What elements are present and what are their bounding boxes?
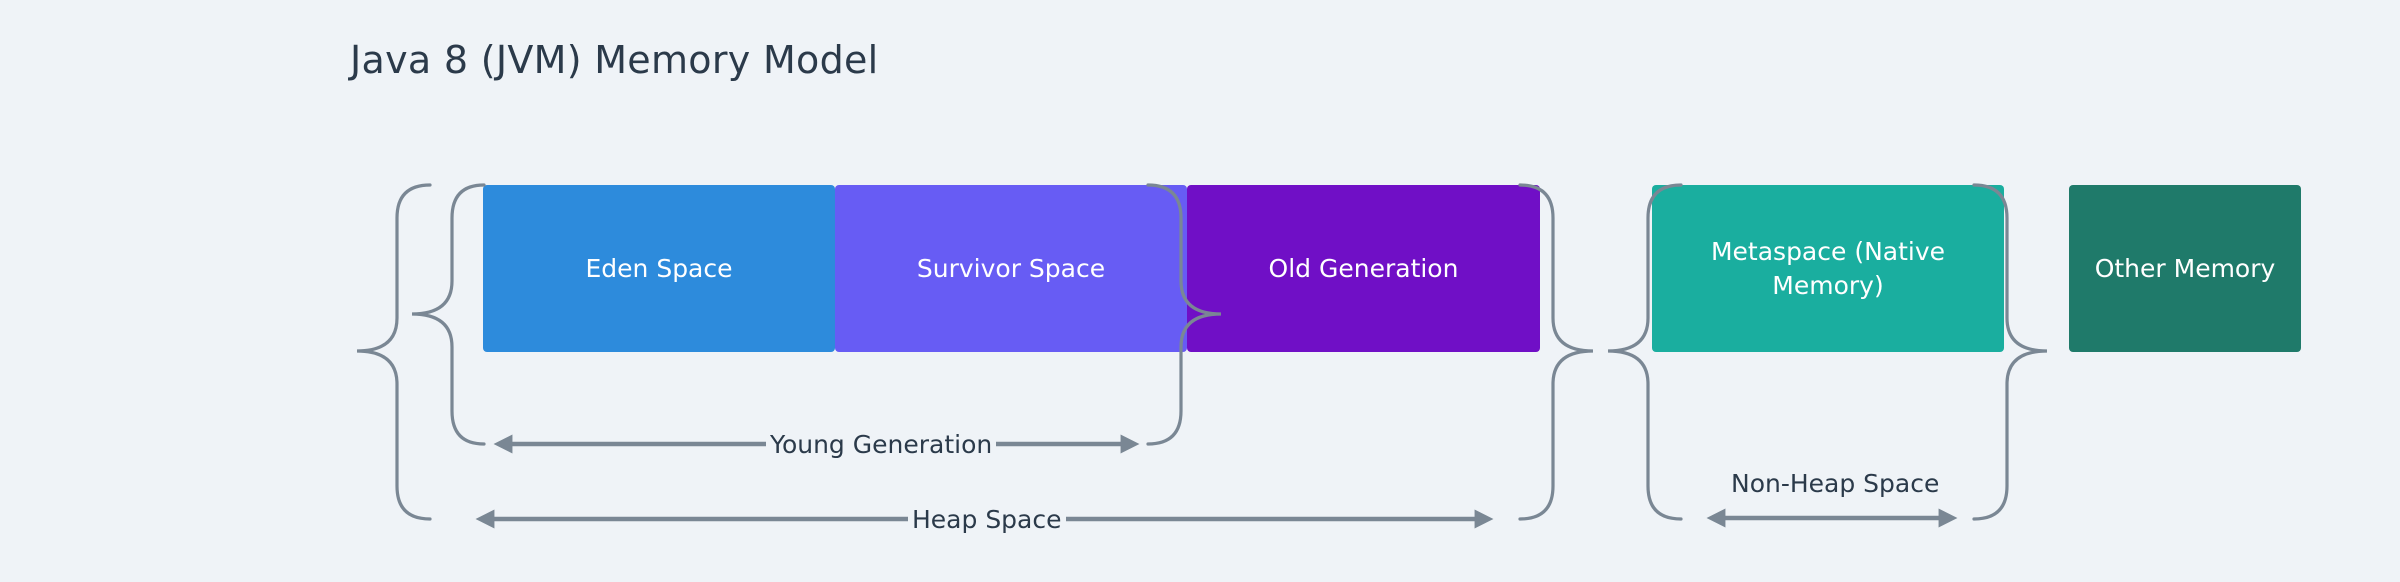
eden-space-block: Eden Space bbox=[483, 185, 835, 352]
young-brace-open bbox=[411, 183, 486, 446]
other-memory-block: Other Memory bbox=[2069, 185, 2301, 352]
old-generation-block: Old Generation bbox=[1187, 185, 1540, 352]
heap-space-label: Heap Space bbox=[908, 505, 1066, 535]
diagram-title: Java 8 (JVM) Memory Model bbox=[350, 38, 879, 82]
young-generation-label: Young Generation bbox=[766, 430, 997, 460]
survivor-space-block: Survivor Space bbox=[835, 185, 1187, 352]
non-heap-space-label: Non-Heap Space bbox=[1727, 469, 1944, 499]
metaspace-block: Metaspace (Native Memory) bbox=[1652, 185, 2004, 352]
heap-brace-open bbox=[356, 183, 432, 521]
